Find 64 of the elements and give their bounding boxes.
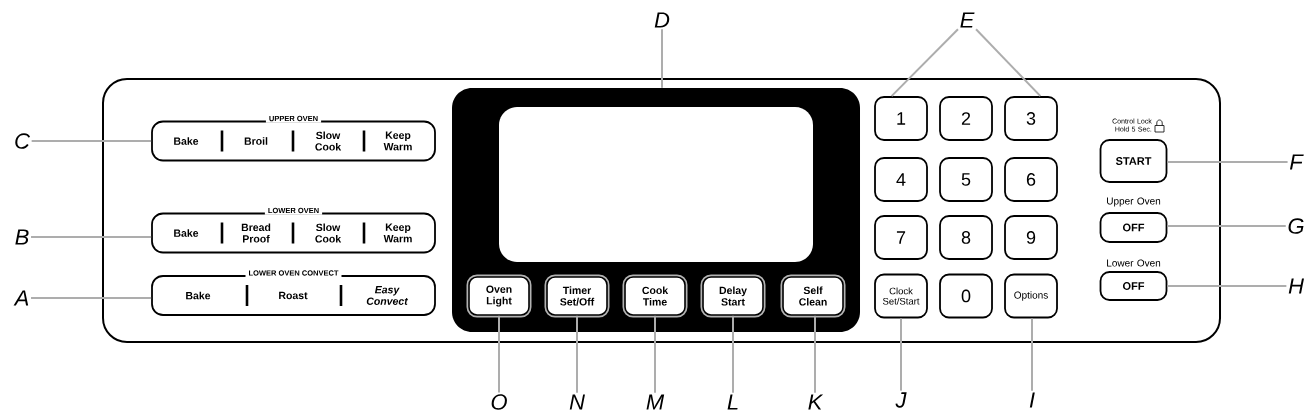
keypad-key: Options bbox=[1004, 273, 1058, 319]
callout-letter: L bbox=[727, 394, 738, 410]
callout-letter: O bbox=[491, 394, 507, 410]
touch-key: OFF bbox=[1099, 212, 1168, 243]
touch-key: START bbox=[1099, 139, 1168, 183]
touch-key: Cook Time bbox=[622, 274, 688, 318]
callout-letter: B bbox=[15, 229, 29, 245]
leader-line bbox=[30, 140, 153, 142]
leader-line bbox=[498, 314, 500, 394]
key-caption: Upper Oven bbox=[1107, 197, 1161, 207]
callout-letter: J bbox=[895, 392, 907, 408]
leader-line bbox=[1166, 285, 1288, 287]
callout-letter: H bbox=[1288, 278, 1304, 294]
leader-line bbox=[1166, 225, 1287, 227]
keypad-key: 8 bbox=[939, 215, 993, 260]
leader-line bbox=[661, 28, 663, 89]
mode-label: Broil bbox=[244, 137, 268, 145]
callout-letter: D bbox=[654, 12, 670, 28]
mode-label: Easy Convect bbox=[366, 286, 409, 305]
touch-key: Self Clean bbox=[780, 274, 846, 318]
callout-letter: M bbox=[646, 394, 665, 410]
keypad-key: 0 bbox=[939, 273, 993, 319]
leader-line bbox=[1166, 161, 1289, 163]
callout-letter: F bbox=[1289, 154, 1304, 170]
keypad-key: 7 bbox=[874, 215, 928, 260]
mode-label: Slow Cook bbox=[315, 131, 342, 151]
keypad-key: 1 bbox=[874, 96, 928, 141]
leader-line bbox=[654, 314, 656, 394]
key-caption: Lower Oven bbox=[1107, 259, 1161, 267]
keypad-key: 3 bbox=[1004, 96, 1058, 141]
keypad-key: 6 bbox=[1004, 157, 1058, 202]
leader-line bbox=[30, 297, 153, 299]
keypad-key: 4 bbox=[874, 157, 928, 202]
mode-label: Bake bbox=[174, 137, 199, 145]
callout-letter: A bbox=[13, 290, 29, 306]
mode-label: Slow Cook bbox=[315, 223, 342, 243]
leader-line bbox=[890, 28, 959, 98]
callout-letter: C bbox=[15, 133, 31, 149]
touch-key: Timer Set/Off bbox=[544, 274, 610, 318]
touch-key: Delay Start bbox=[700, 274, 766, 318]
leader-line bbox=[900, 317, 902, 392]
touch-key: Oven Light bbox=[466, 274, 532, 318]
keypad-key: Clock Set/Start bbox=[874, 273, 928, 319]
leader-line bbox=[814, 314, 816, 394]
callout-letter: N bbox=[569, 394, 585, 410]
mode-label: Bake bbox=[174, 229, 199, 237]
mode-label: Bake bbox=[186, 291, 211, 300]
mode-label: Roast bbox=[279, 291, 308, 300]
mode-label: Keep Warm bbox=[383, 131, 412, 151]
mode-label: Bread Proof bbox=[241, 223, 271, 243]
leader-line bbox=[30, 236, 153, 238]
leader-line bbox=[975, 28, 1042, 98]
leader-line bbox=[732, 314, 734, 394]
keypad-key: 2 bbox=[939, 96, 993, 141]
callout-letter: I bbox=[1029, 392, 1035, 408]
leader-line bbox=[1031, 317, 1033, 392]
keypad-key: 5 bbox=[939, 157, 993, 202]
mode-label: Keep Warm bbox=[383, 223, 412, 243]
touch-key: OFF bbox=[1099, 271, 1168, 301]
callout-letter: K bbox=[808, 394, 824, 410]
leader-line bbox=[576, 314, 578, 394]
callout-letter: G bbox=[1288, 218, 1304, 234]
callout-letter: E bbox=[960, 12, 975, 28]
keypad-key: 9 bbox=[1004, 215, 1058, 260]
